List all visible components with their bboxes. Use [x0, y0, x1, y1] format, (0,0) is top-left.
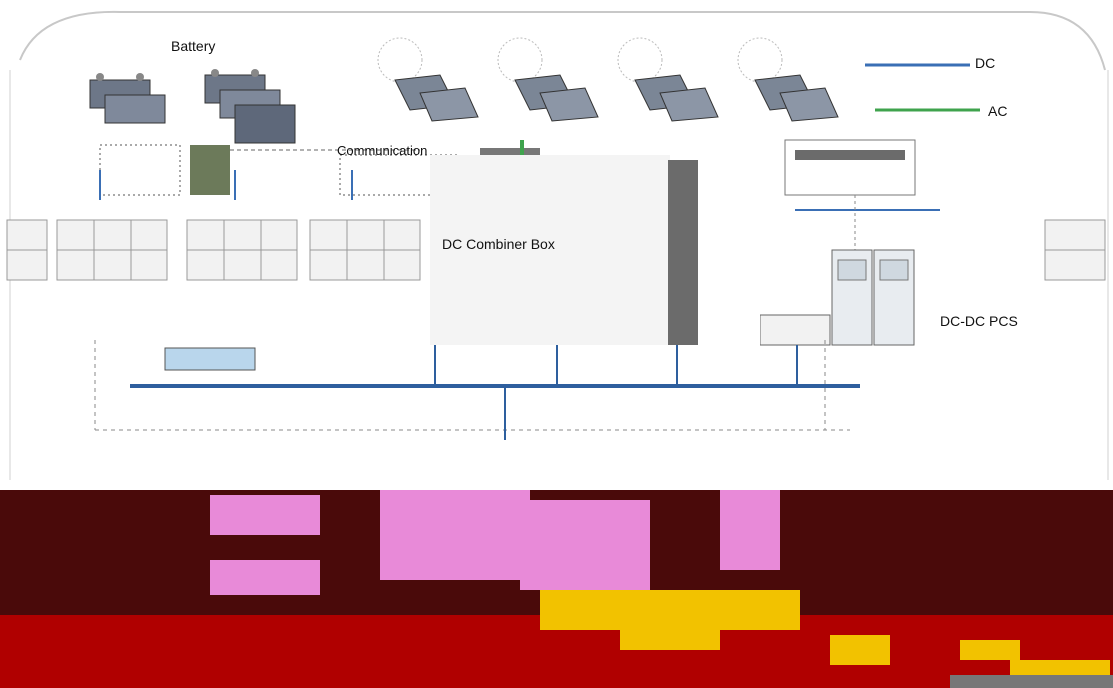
combiner-box-row: [6, 219, 421, 281]
pcs-cabinet-icon: [831, 249, 873, 346]
bottom-band: [0, 490, 1113, 688]
legend-ac-label: AC: [988, 103, 1008, 119]
combiner-box-icon: [6, 219, 48, 281]
solar-panel-icon: [377, 37, 479, 122]
solar-panel-icon: [737, 37, 839, 122]
legend: [865, 63, 980, 112]
combiner-box-icon: [186, 219, 298, 281]
dc-dc-pcs-label: DC-DC PCS: [940, 313, 1018, 329]
battery-label: Battery: [171, 38, 216, 54]
solar-array: [377, 37, 839, 122]
pcs-cabinet-icon: [873, 249, 915, 346]
diagram-panel: [430, 155, 670, 345]
dc-bus: [94, 340, 860, 440]
combiner-box-icon: [56, 219, 168, 281]
solar-panel-icon: [617, 37, 719, 122]
dc-combiner-box-label: DC Combiner Box: [442, 236, 555, 252]
combiner-box-icon: [1044, 219, 1106, 281]
battery-pack-icon: [204, 69, 296, 144]
battery-group: [89, 69, 296, 144]
panel-bar: [668, 160, 698, 345]
solar-panel-icon: [497, 37, 599, 122]
battery-pack-icon: [89, 73, 166, 124]
combiner-box-right: [1044, 219, 1106, 281]
combiner-box-icon: [309, 219, 421, 281]
communication-label: Communication: [337, 143, 428, 158]
pcs-cabinets: [760, 139, 940, 346]
legend-dc-label: DC: [975, 55, 996, 71]
